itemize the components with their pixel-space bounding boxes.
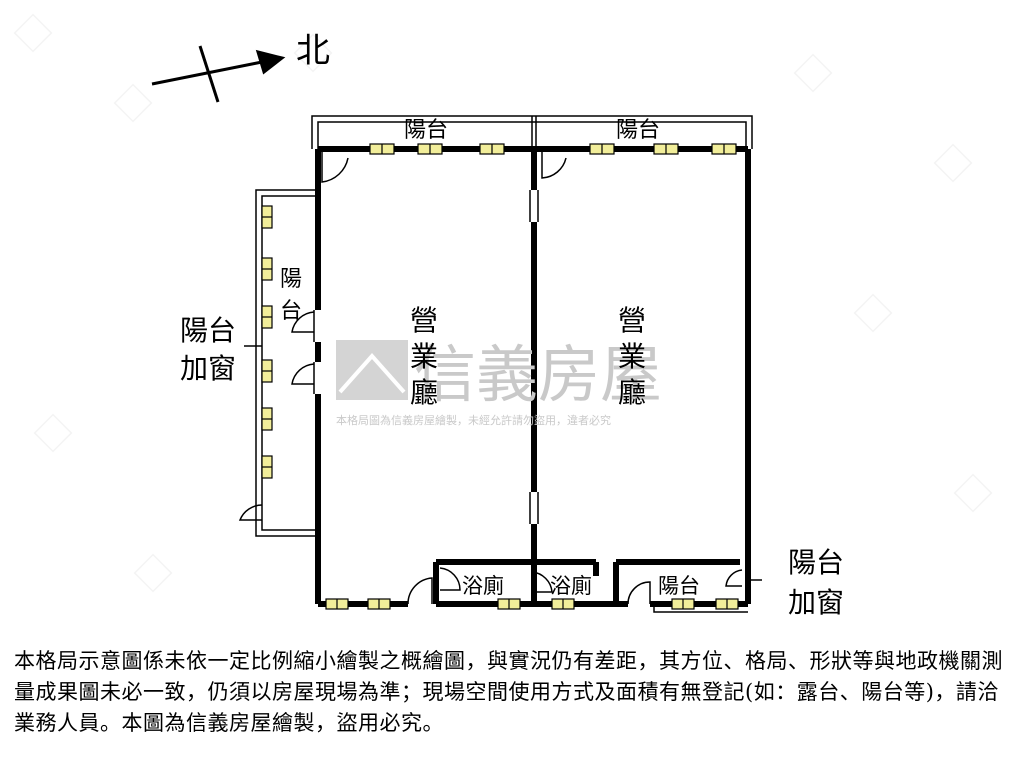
label-business-hall-left-3: 廳 [410, 376, 438, 409]
watermark-brand: 信義房屋 [414, 338, 662, 411]
label-balcony-left-2: 台 [280, 299, 302, 324]
window-bottom-4 [551, 598, 575, 610]
annotation-right-enclosed-2: 加窗 [788, 586, 844, 619]
window-top-4 [589, 143, 615, 155]
balcony-bottom-outline [653, 579, 762, 613]
disclaimer-text: 本格局示意圖係未依一定比例縮小繪製之概繪圖，與實況仍有差距，其方位、格局、形狀等… [14, 649, 1003, 735]
label-balcony-top-right: 陽台 [616, 118, 660, 143]
window-left-3 [261, 305, 273, 329]
label-balcony-bottom: 陽台 [658, 574, 700, 598]
window-left-2 [261, 257, 273, 281]
window-top-2 [417, 143, 443, 155]
window-top-5 [653, 143, 679, 155]
label-business-hall-right-3: 廳 [618, 376, 646, 409]
balcony-top-outline [311, 115, 753, 149]
watermark-pattern [13, 13, 993, 593]
compass-label: 北 [296, 31, 330, 71]
label-business-hall-right-1: 營 [618, 304, 646, 337]
house-logo-icon [336, 340, 408, 400]
window-left-4 [261, 359, 273, 383]
label-business-hall-left-2: 業 [410, 340, 438, 373]
window-bottom-5 [671, 598, 695, 610]
window-top-1 [369, 143, 395, 155]
label-business-hall-left-1: 營 [410, 304, 438, 337]
window-bottom-3 [497, 598, 521, 610]
label-balcony-left-1: 陽 [280, 267, 302, 292]
label-balcony-top-left: 陽台 [404, 118, 448, 143]
annotation-right-enclosed-1: 陽台 [788, 546, 844, 579]
window-bottom-2 [367, 598, 391, 610]
label-business-hall-right-2: 業 [618, 340, 646, 373]
window-left-5 [261, 407, 273, 431]
windows [261, 143, 739, 610]
window-top-6 [711, 143, 737, 155]
north-arrow-icon [151, 45, 286, 103]
floor-plan: 北 [13, 13, 993, 619]
annotation-left-enclosed-1: 陽台 [180, 314, 236, 347]
window-left-1 [261, 205, 273, 229]
watermark-notice: 本格局圖為信義房屋繪製，未經允許請勿盜用，違者必究 [336, 413, 611, 427]
door-frames [313, 190, 539, 524]
label-bathroom-2: 浴廁 [550, 574, 592, 598]
window-bottom-6 [715, 598, 739, 610]
door-swing-icons [238, 152, 743, 605]
annotation-left-enclosed-2: 加窗 [180, 352, 236, 385]
window-top-3 [479, 143, 505, 155]
watermark-logo: 信義房屋 本格局圖為信義房屋繪製，未經允許請勿盜用，違者必究 [336, 338, 662, 427]
window-bottom-1 [325, 598, 349, 610]
window-left-6 [261, 455, 273, 479]
label-bathroom-1: 浴廁 [462, 574, 504, 598]
